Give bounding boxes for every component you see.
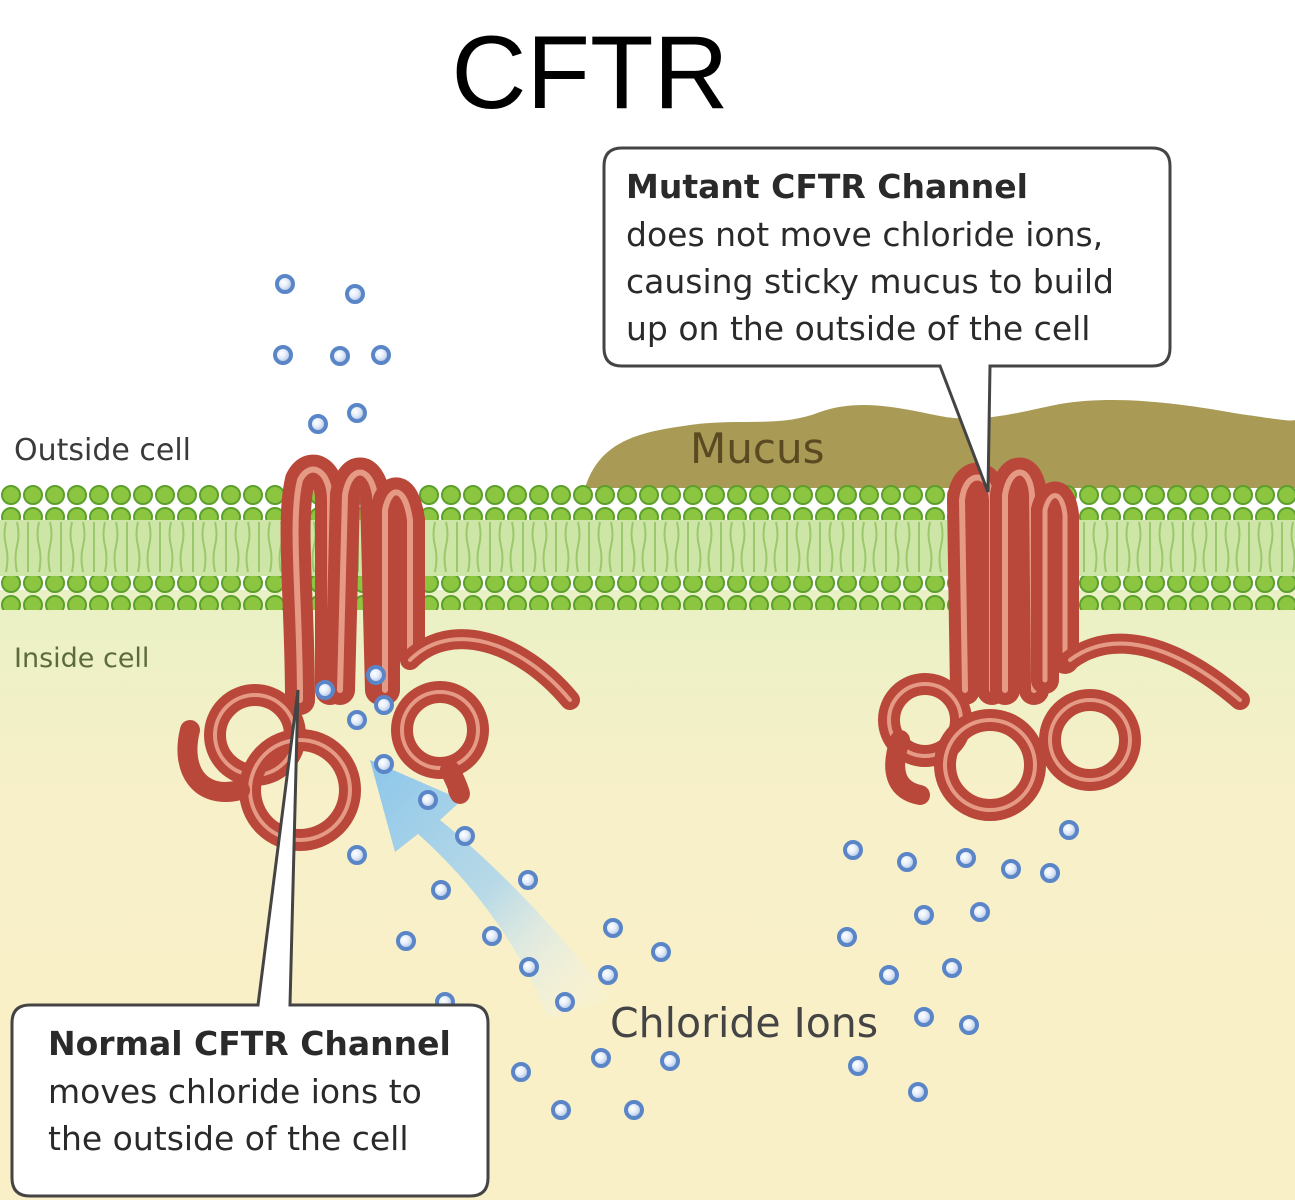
chloride-ion (837, 927, 857, 947)
mutant-cftr-channel (878, 457, 1250, 821)
chloride-ion (366, 665, 386, 685)
chloride-ion (418, 790, 438, 810)
chloride-ion (273, 345, 293, 365)
normal-callout-line-1: moves chloride ions to (48, 1072, 422, 1111)
chloride-ion (908, 1082, 928, 1102)
chloride-ion (275, 274, 295, 294)
mutant-callout-line-3: up on the outside of the cell (626, 309, 1090, 348)
chloride-ion (598, 965, 618, 985)
chloride-ion (482, 926, 502, 946)
ion-flow-arrow (370, 760, 610, 1018)
chloride-ion (345, 284, 365, 304)
chloride-ion (651, 942, 671, 962)
chloride-ion (374, 754, 394, 774)
chloride-ion (347, 710, 367, 730)
chloride-ions (273, 274, 1079, 1120)
chloride-ion (555, 992, 575, 1012)
chloride-ion (1001, 859, 1021, 879)
chloride-ion (519, 957, 539, 977)
chloride-ion (897, 852, 917, 872)
chloride-ion (942, 958, 962, 978)
chloride-ion (371, 345, 391, 365)
chloride-ion (315, 680, 335, 700)
chloride-ion (843, 840, 863, 860)
chloride-ion (660, 1051, 680, 1071)
chloride-ion (330, 346, 350, 366)
chloride-ion (959, 1015, 979, 1035)
normal-callout-line-2: the outside of the cell (48, 1119, 409, 1158)
chloride-ion (848, 1056, 868, 1076)
mutant-callout-line-1: does not move chloride ions, (626, 215, 1103, 254)
chloride-ion (956, 848, 976, 868)
cell-membrane (0, 484, 1295, 610)
chloride-ion (914, 1007, 934, 1027)
chloride-ion (374, 695, 394, 715)
chloride-ion (347, 845, 367, 865)
mutant-callout-heading: Mutant CFTR Channel (626, 167, 1028, 206)
mutant-callout-line-2: causing sticky mucus to build (626, 262, 1114, 301)
chloride-ion (431, 880, 451, 900)
normal-cftr-channel (177, 454, 580, 851)
mucus-label: Mucus (690, 424, 824, 473)
chloride-ion (591, 1048, 611, 1068)
chloride-ion (970, 902, 990, 922)
chloride-ion (518, 870, 538, 890)
outside-cell-label: Outside cell (14, 433, 191, 468)
chloride-ion (455, 826, 475, 846)
chloride-ion (624, 1100, 644, 1120)
chloride-ion (603, 918, 623, 938)
chloride-ion (914, 905, 934, 925)
chloride-ion (396, 931, 416, 951)
chloride-ion (308, 414, 328, 434)
chloride-ions-label: Chloride Ions (610, 999, 878, 1047)
mucus-layer (585, 400, 1295, 488)
mutant-callout: Mutant CFTR Channel does not move chlori… (602, 146, 1172, 493)
normal-callout: Normal CFTR Channel moves chloride ions … (10, 689, 490, 1198)
chloride-ion (879, 965, 899, 985)
chloride-ion (1040, 863, 1060, 883)
chloride-ion (1059, 820, 1079, 840)
page-title: CFTR (451, 15, 728, 131)
normal-callout-heading: Normal CFTR Channel (48, 1024, 451, 1063)
chloride-ion (551, 1100, 571, 1120)
chloride-ion (511, 1062, 531, 1082)
chloride-ion (347, 403, 367, 423)
inside-cell-label: Inside cell (14, 643, 149, 674)
